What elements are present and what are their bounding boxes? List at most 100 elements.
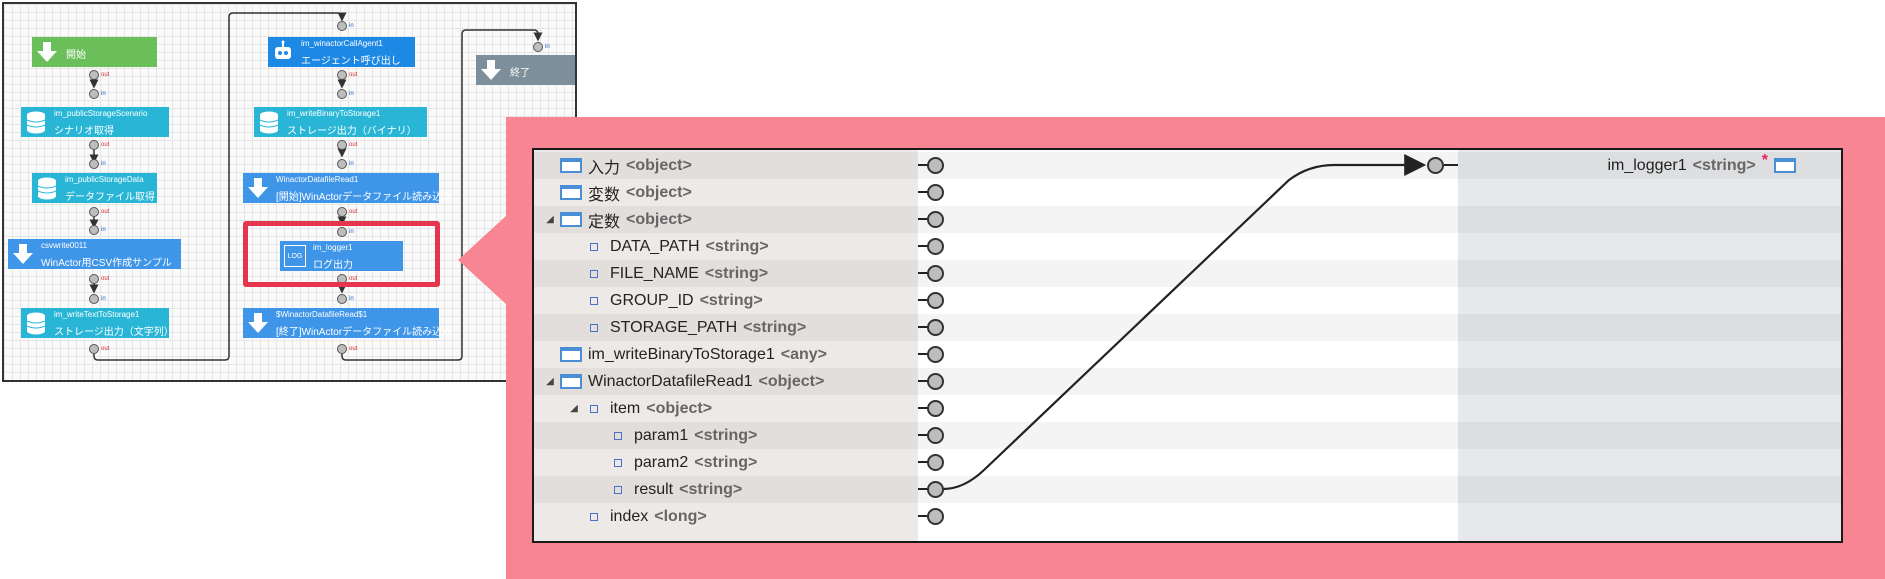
collapse-toggle-icon[interactable]: ◢ [546, 376, 554, 387]
tree-row-[interactable]: 変数<object> [544, 179, 692, 206]
port-in-label: in [101, 161, 106, 167]
target-field-im-logger1[interactable]: im_logger1 <string> * [1607, 152, 1796, 179]
row-stripe [534, 314, 1841, 341]
port-out-label: out [101, 276, 110, 282]
node-name: csvwrite0011 [41, 241, 88, 250]
source-port[interactable] [927, 373, 944, 390]
node-name: im_writeTextToStorage1 [54, 310, 140, 319]
source-port[interactable] [927, 427, 944, 444]
tree-row-im-writebinarytostorage1[interactable]: im_writeBinaryToStorage1<any> [544, 341, 827, 368]
callout-pointer [458, 215, 507, 305]
arrow-down-icon [243, 173, 273, 203]
port-out-label: out [349, 209, 358, 215]
required-mark: * [1761, 151, 1768, 169]
tree-row-data-path[interactable]: DATA_PATH<string> [568, 233, 769, 260]
tree-row-label: GROUP_ID [610, 291, 694, 309]
tree-row-label: WinactorDatafileRead1 [588, 372, 753, 390]
target-column [1458, 150, 1841, 541]
tree-row-param1[interactable]: param1<string> [592, 422, 757, 449]
tree-row-storage-path[interactable]: STORAGE_PATH<string> [568, 314, 806, 341]
tree-row-group-id[interactable]: GROUP_ID <string> [568, 287, 763, 314]
object-icon [560, 374, 582, 389]
source-port[interactable] [927, 481, 944, 498]
source-port[interactable] [927, 454, 944, 471]
port-out[interactable] [337, 207, 347, 217]
port-out[interactable] [89, 274, 99, 284]
source-port[interactable] [927, 346, 944, 363]
node-name: $WinactorDatafileRead$1 [276, 310, 368, 319]
port-out[interactable] [337, 344, 347, 354]
arrow-down-icon [476, 55, 506, 85]
source-port[interactable] [927, 211, 944, 228]
node-write-text[interactable]: im_writeTextToStorage1 ストレージ出力（文字列） [21, 308, 174, 338]
tree-row-param2[interactable]: param2<string> [592, 449, 757, 476]
source-port[interactable] [927, 184, 944, 201]
tree-row-[interactable]: ◢ 定数 <object> [544, 206, 692, 233]
node-label: [終了]WinActorデータファイル読み込み [276, 327, 453, 338]
source-port[interactable] [927, 238, 944, 255]
source-port[interactable] [927, 292, 944, 309]
source-port[interactable] [927, 157, 944, 174]
tree-row-[interactable]: 入力<object> [544, 152, 692, 179]
tree-row-result[interactable]: result<string> [592, 476, 742, 503]
target-port[interactable] [1427, 157, 1444, 174]
node-agent[interactable]: im_winactorCallAgent1 エージェント呼び出し [268, 37, 415, 67]
tree-row-index[interactable]: index<long> [568, 503, 707, 530]
port-in[interactable] [337, 21, 347, 31]
tree-row-label: FILE_NAME [610, 264, 699, 282]
port-out[interactable] [89, 70, 99, 80]
node-start[interactable]: 開始 [32, 37, 157, 67]
node-storage-data[interactable]: im_publicStorageData データファイル取得 [32, 173, 157, 203]
node-datafile-read-end[interactable]: $WinactorDatafileRead$1 [終了]WinActorデータフ… [243, 308, 452, 338]
tree-row-winactordatafileread1[interactable]: ◢WinactorDatafileRead1<object> [544, 368, 824, 395]
node-label: エージェント呼び出し [301, 56, 401, 67]
tree-row-type: <string> [704, 264, 769, 282]
node-storage-scenario[interactable]: im_publicStorageScenario シナリオ取得 [21, 107, 169, 137]
source-port[interactable] [927, 400, 944, 417]
node-name: im_logger1 [313, 243, 353, 252]
port-out[interactable] [89, 140, 99, 150]
tree-row-type: <object> [626, 210, 692, 228]
node-datafile-read[interactable]: WinactorDatafileRead1 [開始]WinActorデータファイ… [243, 173, 452, 203]
node-write-binary[interactable]: im_writeBinaryToStorage1 ストレージ出力（バイナリ） [254, 107, 427, 137]
tree-row-file-name[interactable]: FILE_NAME <string> [568, 260, 768, 287]
node-label: [開始]WinActorデータファイル読み込み [276, 192, 453, 203]
tree-row-item[interactable]: ◢item<object> [568, 395, 712, 422]
port-in[interactable] [533, 42, 543, 52]
port-out[interactable] [89, 207, 99, 217]
port-in-label: in [101, 296, 106, 302]
source-column [534, 150, 918, 541]
port-in[interactable] [89, 159, 99, 169]
source-port[interactable] [927, 265, 944, 282]
mapping-line-result-to-logger [942, 154, 1427, 491]
field-icon [590, 269, 598, 278]
field-icon [614, 458, 622, 467]
node-logger[interactable]: LOG im_logger1 ログ出力 [280, 241, 403, 271]
collapse-toggle-icon[interactable]: ◢ [546, 214, 554, 225]
port-in-label: in [349, 161, 354, 167]
port-in-label: in [349, 23, 354, 29]
node-label: ストレージ出力（バイナリ） [287, 126, 417, 137]
collapse-toggle-icon[interactable]: ◢ [570, 403, 578, 414]
source-port[interactable] [927, 508, 944, 525]
database-icon [21, 308, 51, 338]
source-port[interactable] [927, 319, 944, 336]
port-in[interactable] [337, 159, 347, 169]
port-in[interactable] [89, 89, 99, 99]
port-in[interactable] [337, 227, 347, 237]
port-in[interactable] [337, 89, 347, 99]
tree-row-label: param1 [634, 426, 689, 444]
arrow-down-icon [32, 37, 62, 67]
tree-row-type: <string> [699, 291, 763, 309]
node-csvwrite[interactable]: csvwrite0011 WinActor用CSV作成サンプル [8, 239, 181, 269]
node-end[interactable]: 終了 [476, 55, 575, 85]
field-icon [590, 242, 598, 251]
port-in[interactable] [89, 225, 99, 235]
port-out[interactable] [337, 70, 347, 80]
port-out[interactable] [337, 140, 347, 150]
port-in[interactable] [337, 294, 347, 304]
port-in[interactable] [89, 294, 99, 304]
port-in-label: in [349, 229, 354, 235]
port-out[interactable] [89, 344, 99, 354]
tree-row-label: 定数 [588, 213, 621, 231]
